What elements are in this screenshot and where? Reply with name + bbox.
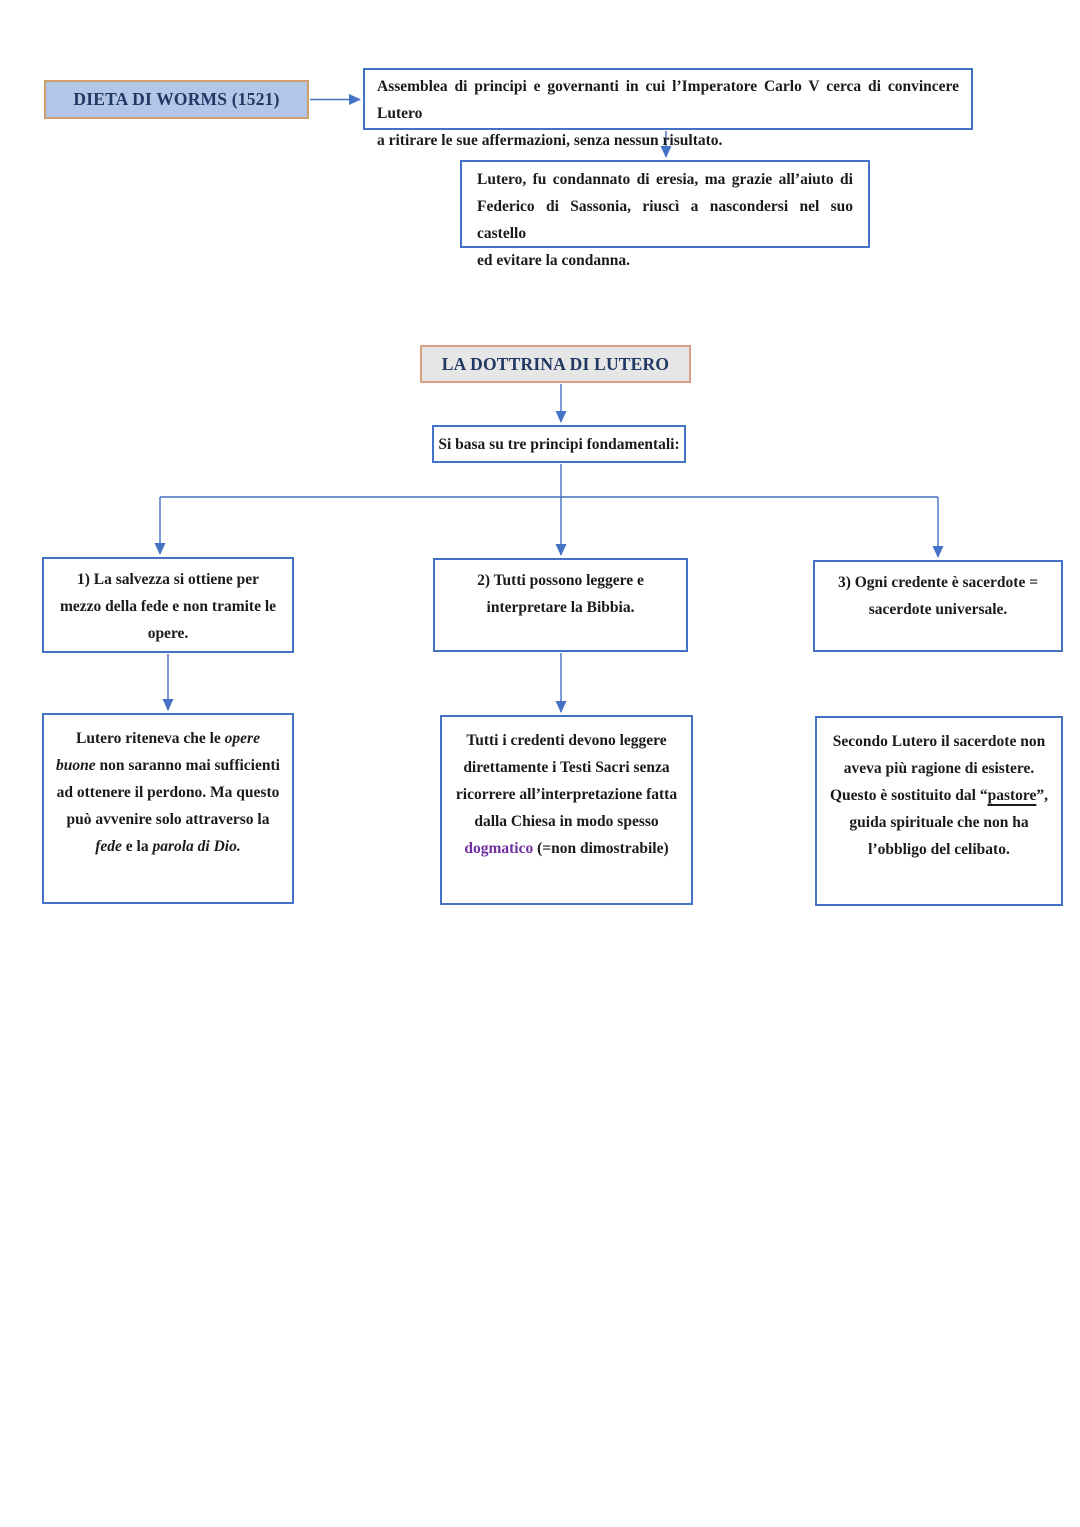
text-line: a ritirare le sue affermazioni, senza ne…: [377, 132, 723, 149]
text-line: Lutero riteneva che le opere: [76, 730, 260, 747]
text-line: Assemblea di principi e governanti in cu…: [377, 78, 959, 122]
text-line: 1) La salvezza si ottiene per: [76, 571, 260, 588]
text-line: 3) Ogni credente è sacerdote =: [837, 574, 1039, 591]
text-line: ricorrere all’interpretazione fatta: [455, 786, 678, 803]
text-line: sacerdote universale.: [868, 601, 1008, 618]
node-dieta-di-worms: DIETA DI WORMS (1521): [44, 80, 309, 119]
text-line: ed evitare la condanna.: [477, 252, 630, 269]
text-line: Lutero, fu condannato di eresia, ma graz…: [477, 171, 853, 188]
text-line: l’obbligo del celibato.: [868, 841, 1010, 858]
text-line: buone non saranno mai sufficienti: [56, 757, 280, 774]
text-line: Questo è sostituito dal “pastore”,: [829, 787, 1048, 804]
text-line: direttamente i Testi Sacri senza: [463, 759, 670, 776]
node-principio-3-sacerdote: 3) Ogni credente è sacerdote = sacerdote …: [813, 560, 1063, 652]
text-line: 2) Tutti possono leggere e: [477, 572, 644, 589]
text-line: dogmatico (=non dimostrabile): [464, 840, 669, 857]
text-line: mezzo della fede e non tramite le: [59, 598, 277, 615]
node-dettaglio-2-testi-sacri: Tutti i credenti devono leggere direttame…: [440, 715, 693, 905]
text-line: Tutti i credenti devono leggere: [466, 732, 667, 749]
node-assemblea-description: Assemblea di principi e governanti in cu…: [363, 68, 973, 149]
node-dottrina-title: LA DOTTRINA DI LUTERO: [420, 345, 691, 383]
text-line: può avvenire solo attraverso la: [66, 811, 270, 828]
node-lutero-condanna: Lutero, fu condannato di eresia, ma graz…: [460, 160, 870, 269]
text-line: guida spirituale che non ha: [849, 814, 1029, 831]
node-dettaglio-1-opere-buone: Lutero riteneva che le opere buone non sa…: [42, 713, 294, 904]
text-line: Federico di Sassonia, riuscì a nasconder…: [477, 198, 853, 242]
node-principio-1-salvezza: 1) La salvezza si ottiene per mezzo della…: [42, 557, 294, 653]
node-si-basa: Si basa su tre principi fondamentali:: [432, 425, 686, 463]
node-dettaglio-3-pastore: Secondo Lutero il sacerdote non aveva più…: [815, 716, 1063, 906]
node-principio-2-bibbia: 2) Tutti possono leggere e interpretare l…: [433, 558, 688, 652]
text-line: Secondo Lutero il sacerdote non: [832, 733, 1046, 750]
text-line: opere.: [147, 625, 189, 642]
text-line: dalla Chiesa in modo spesso: [474, 813, 659, 830]
text-line: aveva più ragione di esistere.: [843, 760, 1035, 777]
text-line: fede e la parola di Dio.: [95, 838, 241, 855]
text-line: ad ottenere il perdono. Ma questo: [56, 784, 280, 801]
text-line: interpretare la Bibbia.: [486, 599, 635, 616]
